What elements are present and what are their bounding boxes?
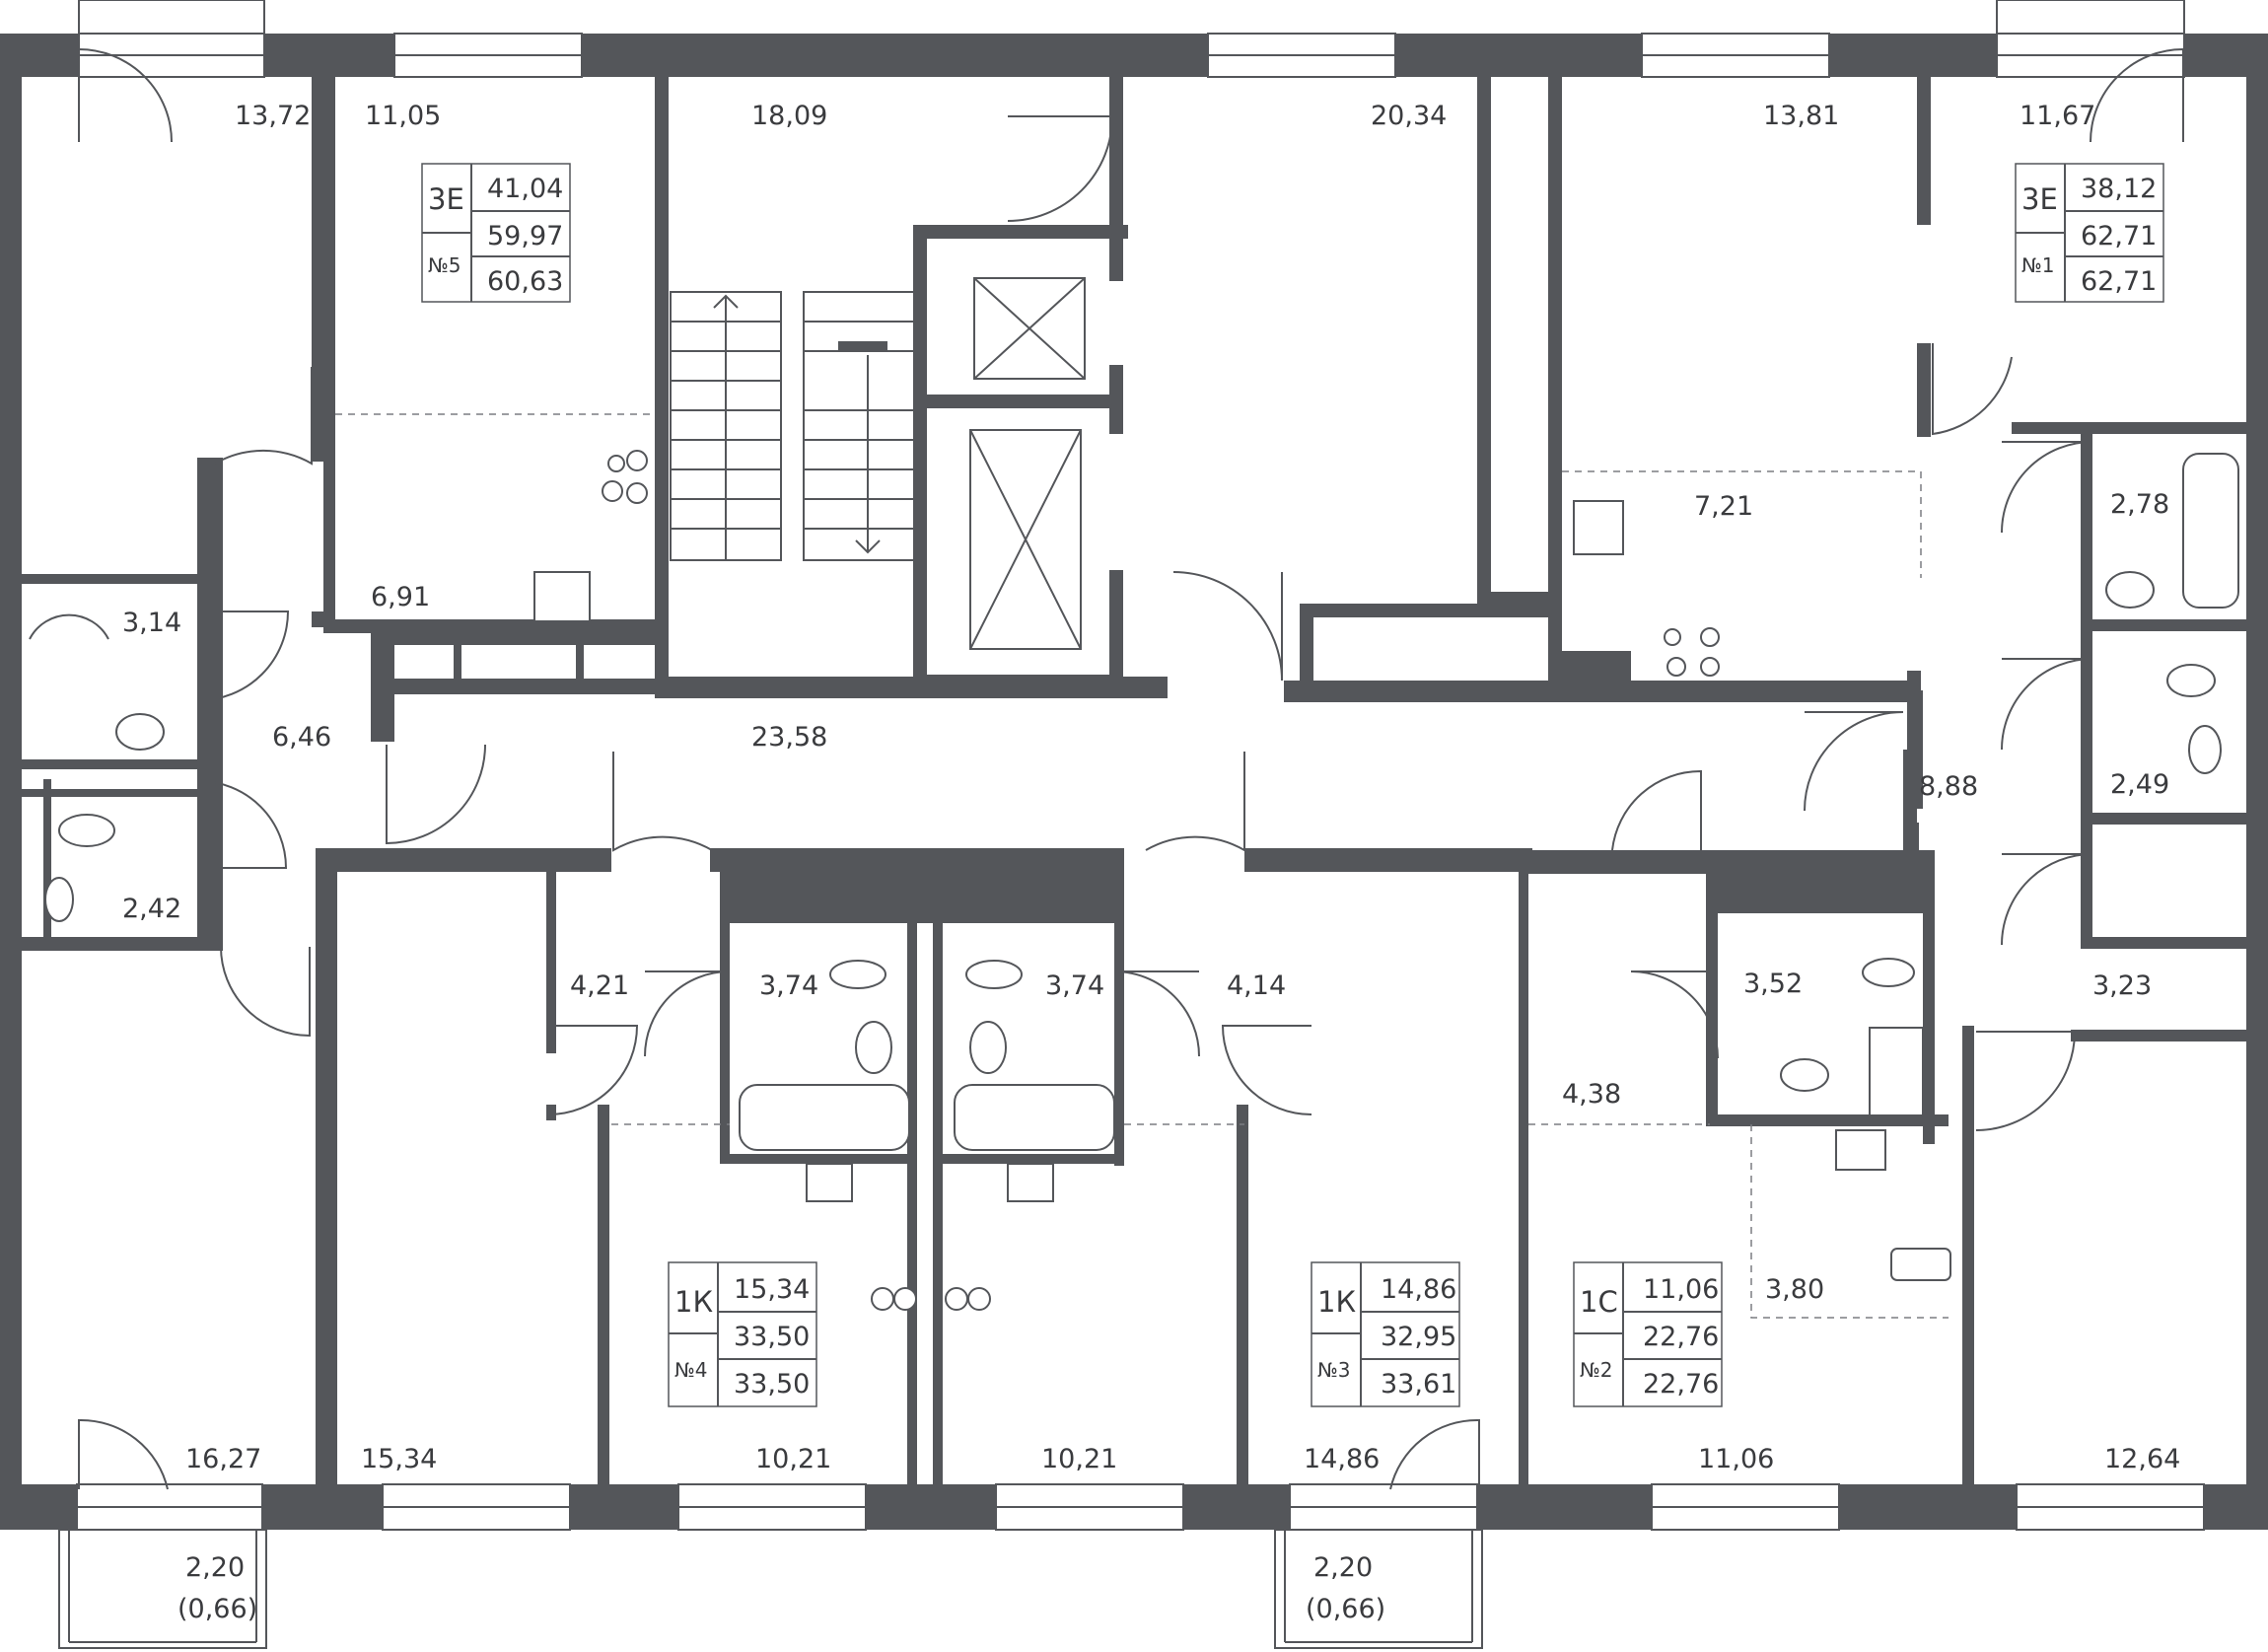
room-area: 4,14	[1227, 970, 1286, 1001]
room-area: 3,80	[1765, 1274, 1824, 1305]
room-area: 4,38	[1562, 1079, 1621, 1110]
living-area-1: 38,12	[2081, 174, 2157, 204]
room-area: 2,49	[2110, 769, 2169, 800]
apartment-type-5: 3Е	[428, 182, 464, 216]
doors	[78, 47, 2184, 1490]
total-area-2: 22,76	[1643, 1322, 1719, 1352]
room-labels: 13,72 11,05 18,09 20,34 13,81 11,67 6,91…	[122, 101, 2180, 1474]
room-area: 11,06	[1698, 1444, 1774, 1474]
room-area: 3,52	[1743, 969, 1803, 999]
room-area: 13,72	[235, 101, 311, 131]
total-area-full-1: 62,71	[2081, 266, 2157, 297]
total-area-full-5: 60,63	[487, 266, 563, 297]
living-area-3: 14,86	[1381, 1274, 1456, 1305]
interior-walls	[22, 77, 2248, 1489]
balcony-labels: 2,20 (0,66) 2,20 (0,66)	[177, 1552, 1385, 1624]
room-area: 3,74	[759, 970, 818, 1001]
room-area: 10,21	[755, 1444, 831, 1474]
total-area-1: 62,71	[2081, 221, 2157, 251]
total-area-full-3: 33,61	[1381, 1369, 1456, 1400]
room-area: 23,58	[751, 722, 827, 753]
room-area: 8,88	[1919, 771, 1978, 802]
balcony-reduced-area: (0,66)	[177, 1594, 257, 1624]
total-area-3: 32,95	[1381, 1322, 1456, 1352]
apartment-info-4: 1К №4 15,34 33,50 33,50	[668, 1261, 817, 1407]
room-area: 6,46	[272, 722, 331, 753]
apartment-number-2: №2	[1580, 1358, 1613, 1382]
total-area-full-4: 33,50	[734, 1369, 810, 1400]
sanitary-fixtures	[29, 450, 2239, 1311]
lift-shafts	[969, 277, 1086, 650]
room-area: 2,42	[122, 894, 181, 924]
apartment-number-4: №4	[674, 1358, 708, 1382]
room-area: 11,67	[2020, 101, 2095, 131]
living-area-5: 41,04	[487, 174, 563, 204]
balcony-area: 2,20	[1313, 1552, 1373, 1583]
room-area: 13,81	[1763, 101, 1839, 131]
total-area-full-2: 22,76	[1643, 1369, 1719, 1400]
room-area: 10,21	[1041, 1444, 1117, 1474]
room-area: 20,34	[1371, 101, 1447, 131]
room-area: 15,34	[361, 1444, 437, 1474]
room-area: 4,21	[570, 970, 629, 1001]
room-area: 2,78	[2110, 489, 2169, 520]
apartment-info-5: 3Е №5 41,04 59,97 60,63	[421, 163, 571, 303]
staircase	[670, 291, 915, 561]
apartment-type-3: 1К	[1317, 1285, 1356, 1319]
room-area: 3,23	[2092, 970, 2152, 1001]
apartment-info-2: 1С №2 11,06 22,76 22,76	[1573, 1261, 1723, 1407]
living-area-4: 15,34	[734, 1274, 810, 1305]
room-area: 3,14	[122, 608, 181, 638]
zone-lines	[335, 413, 1949, 1319]
room-area: 16,27	[185, 1444, 261, 1474]
room-area: 12,64	[2104, 1444, 2180, 1474]
room-area: 18,09	[751, 101, 827, 131]
balcony-reduced-area: (0,66)	[1306, 1594, 1385, 1624]
balcony-area: 2,20	[185, 1552, 245, 1583]
apartment-number-5: №5	[428, 253, 461, 277]
windows-bottom	[76, 1483, 2205, 1531]
apartment-info-3: 1К №3 14,86 32,95 33,61	[1311, 1261, 1460, 1407]
total-area-5: 59,97	[487, 221, 563, 251]
room-area: 3,74	[1045, 970, 1104, 1001]
room-area: 7,21	[1694, 491, 1753, 522]
room-area: 14,86	[1304, 1444, 1380, 1474]
total-area-4: 33,50	[734, 1322, 810, 1352]
apartment-type-4: 1К	[674, 1285, 713, 1319]
apartment-number-3: №3	[1317, 1358, 1351, 1382]
apartment-info-1: 3Е №1 38,12 62,71 62,71	[2015, 163, 2164, 303]
room-area: 11,05	[365, 101, 441, 131]
balconies	[58, 1529, 1483, 1649]
apartment-type-1: 3Е	[2021, 182, 2058, 216]
apartment-type-2: 1С	[1580, 1285, 1618, 1319]
living-area-2: 11,06	[1643, 1274, 1719, 1305]
room-area: 6,91	[371, 582, 430, 612]
apartment-number-1: №1	[2021, 253, 2055, 277]
